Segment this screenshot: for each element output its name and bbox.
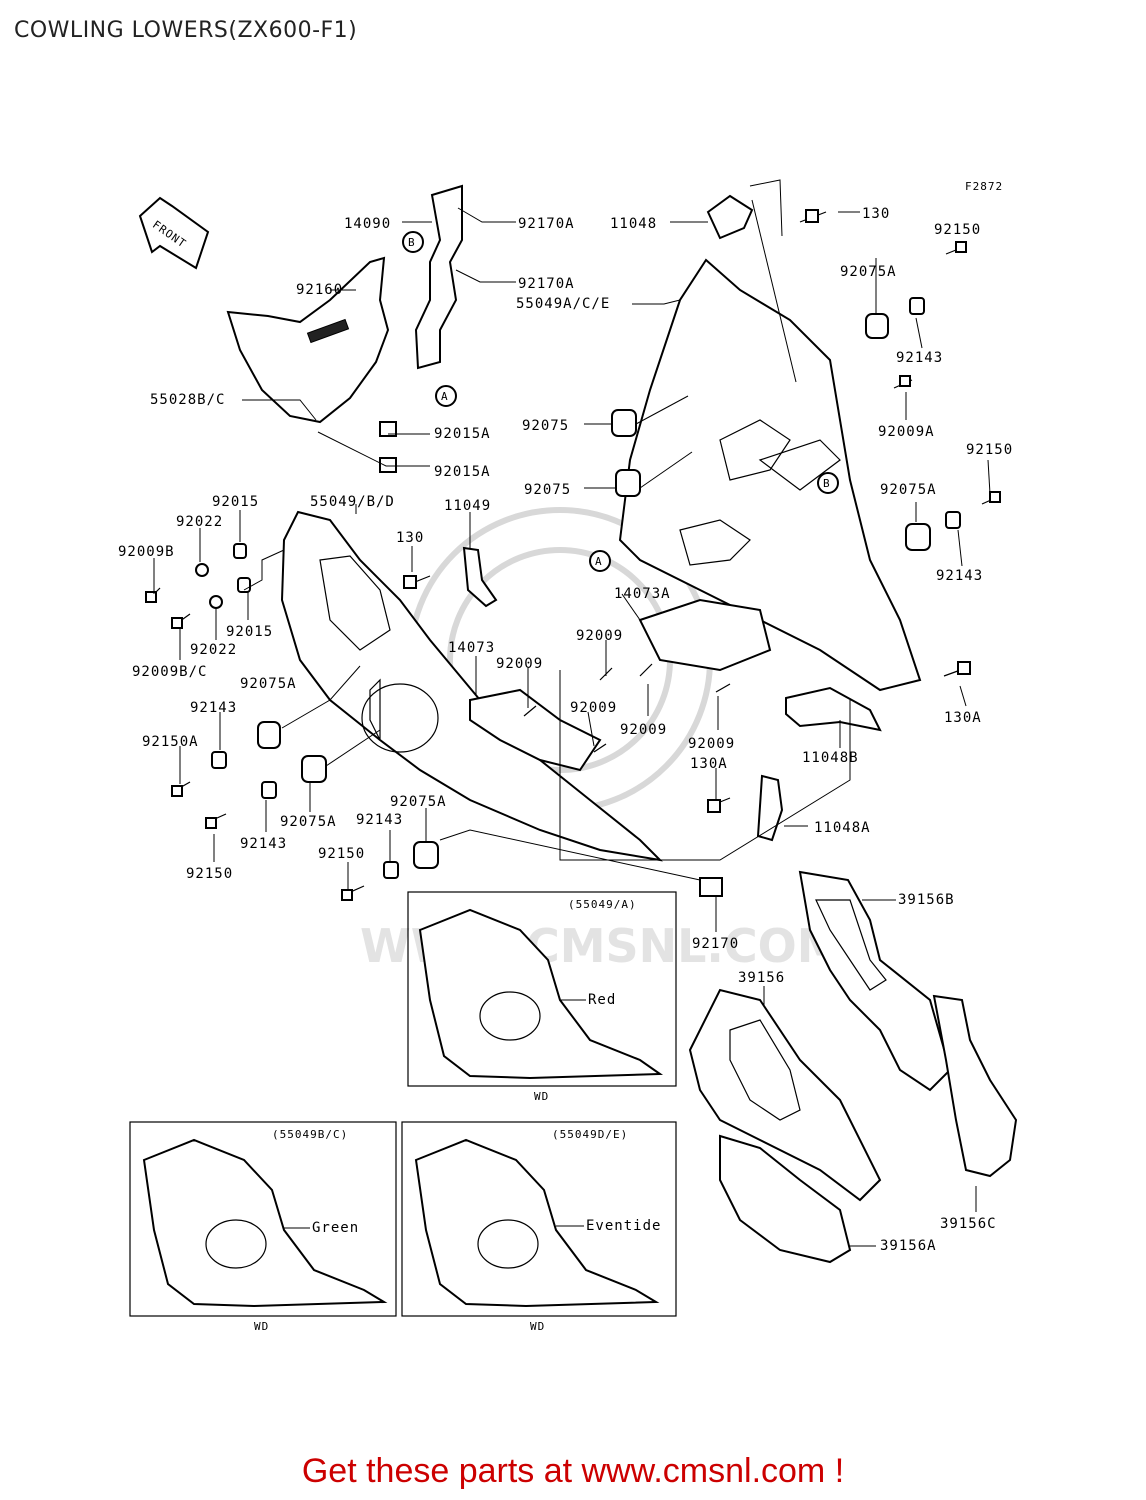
screws [145,209,1001,901]
callout-92150A: 92150A [142,734,199,750]
callout-92022-2: 92022 [190,642,237,658]
callout-92009-4: 92009 [620,722,667,738]
callout-39156: 39156 [738,970,785,986]
tray-14073 [469,688,602,772]
inset-55049BC-color: Green [312,1220,359,1236]
bracket-14090 [414,184,463,370]
callout-92150-top: 92150 [934,222,981,238]
callout-130-mid: 130 [396,530,424,546]
callout-92160: 92160 [296,282,343,298]
callout-11049: 11049 [444,498,491,514]
callout-92075A-top: 92075A [840,264,897,280]
ref-marker-a-1 [435,385,457,407]
callout-39156A: 39156A [880,1238,937,1254]
figure-code: F2872 [965,180,1003,193]
callout-55049BD: 55049/B/D [310,494,395,510]
callout-11048B: 11048B [802,750,859,766]
callout-92015A-1: 92015A [434,426,491,442]
callout-92075-1: 92075 [522,418,569,434]
ref-marker-b-text-2: B [823,477,831,490]
callout-92075A-r: 92075A [880,482,937,498]
callout-92150-r: 92150 [966,442,1013,458]
inset-55049DE-color: Eventide [586,1218,661,1234]
inset-55049DE-wd: WD [530,1320,545,1333]
callout-92009-3: 92009 [570,700,617,716]
callout-92009-5: 92009 [688,736,735,752]
callout-39156B: 39156B [898,892,955,908]
bracket-11049 [462,546,498,608]
callout-92075A-b: 92075A [390,794,447,810]
callout-55049ACE: 55049A/C/E [516,296,610,312]
cowling-upper-right [618,258,922,692]
inset-55049DE: (55049D/E) Eventide WD [401,1121,677,1333]
tray-14073A [638,598,772,672]
inset-55049A-wd: WD [534,1090,549,1103]
callout-14073: 14073 [448,640,495,656]
part-92160 [306,318,350,344]
cowling-lower-left [280,510,663,862]
callout-92009-2: 92009 [496,656,543,672]
callout-92075A-l: 92075A [240,676,297,692]
inner-panel-left [226,256,390,424]
ref-marker-b-text-1: B [408,236,416,249]
callout-14073A: 14073A [614,586,671,602]
callout-130-top: 130 [862,206,890,222]
callout-11048A: 11048A [814,820,871,836]
callout-130A-r: 130A [944,710,982,726]
ref-marker-a-text-2: A [595,555,603,568]
callout-92075A-b2: 92075A [280,814,337,830]
inset-55049DE-code: (55049D/E) [552,1128,628,1141]
callout-92150-bl: 92150 [186,866,233,882]
callout-92009BC: 92009B/C [132,664,207,680]
heat-shield-39156C [932,994,1018,1178]
footer-cta[interactable]: Get these parts at www.cmsnl.com ! [301,1452,845,1490]
bracket-11048 [706,194,754,240]
callout-92015-1: 92015 [212,494,259,510]
ref-marker-b-1 [402,231,424,253]
callout-39156C: 39156C [940,1216,997,1232]
callout-labels: 14090 92170A 92170A 11048 130 92150 5504… [118,206,1013,1254]
callout-92075-2: 92075 [524,482,571,498]
parts-diagram: WWW.CMSNL.COM F2872 FRONT [118,179,1018,1333]
bracket-11048B [785,686,882,732]
callout-92022-1: 92022 [176,514,223,530]
inset-55049A: (55049/A) Red WD [407,891,677,1103]
callout-92143-l: 92143 [190,700,237,716]
ref-marker-a-2 [589,550,611,572]
inset-55049BC-wd: WD [254,1320,269,1333]
callout-92143-b2: 92143 [240,836,287,852]
inset-55049BC: (55049B/C) Green WD [129,1121,397,1333]
callout-92170A-1: 92170A [518,216,575,232]
callout-14090: 14090 [344,216,391,232]
callout-92009A: 92009A [878,424,935,440]
callout-130A-m: 130A [690,756,728,772]
leader-lines [153,179,991,1247]
ref-marker-b-2 [817,472,839,494]
callout-92009-1: 92009 [576,628,623,644]
ref-markers: A B B A [402,231,839,572]
callout-55028BC: 55028B/C [150,392,225,408]
front-arrow-icon: FRONT [138,196,210,270]
callout-92015A-2: 92015A [434,464,491,480]
callout-92143-b: 92143 [356,812,403,828]
callout-11048: 11048 [610,216,657,232]
grommets [195,297,961,897]
callout-92143-r: 92143 [936,568,983,584]
heat-shield-39156 [688,988,882,1202]
inset-55049BC-code: (55049B/C) [272,1128,348,1141]
callout-92015-2: 92015 [226,624,273,640]
inset-55049A-color: Red [588,992,616,1008]
callout-92150-b: 92150 [318,846,365,862]
heat-shield-39156A [719,1134,852,1264]
page-title: COWLING LOWERS(ZX600-F1) [14,18,358,43]
callout-92009B: 92009B [118,544,175,560]
bracket-11048A [756,774,784,842]
inset-55049A-code: (55049/A) [568,898,637,911]
heat-shield-39156B [798,870,952,1092]
callout-92170: 92170 [692,936,739,952]
ref-marker-a-text-1: A [441,390,449,403]
callout-92143-top: 92143 [896,350,943,366]
callout-92170A-2: 92170A [518,276,575,292]
